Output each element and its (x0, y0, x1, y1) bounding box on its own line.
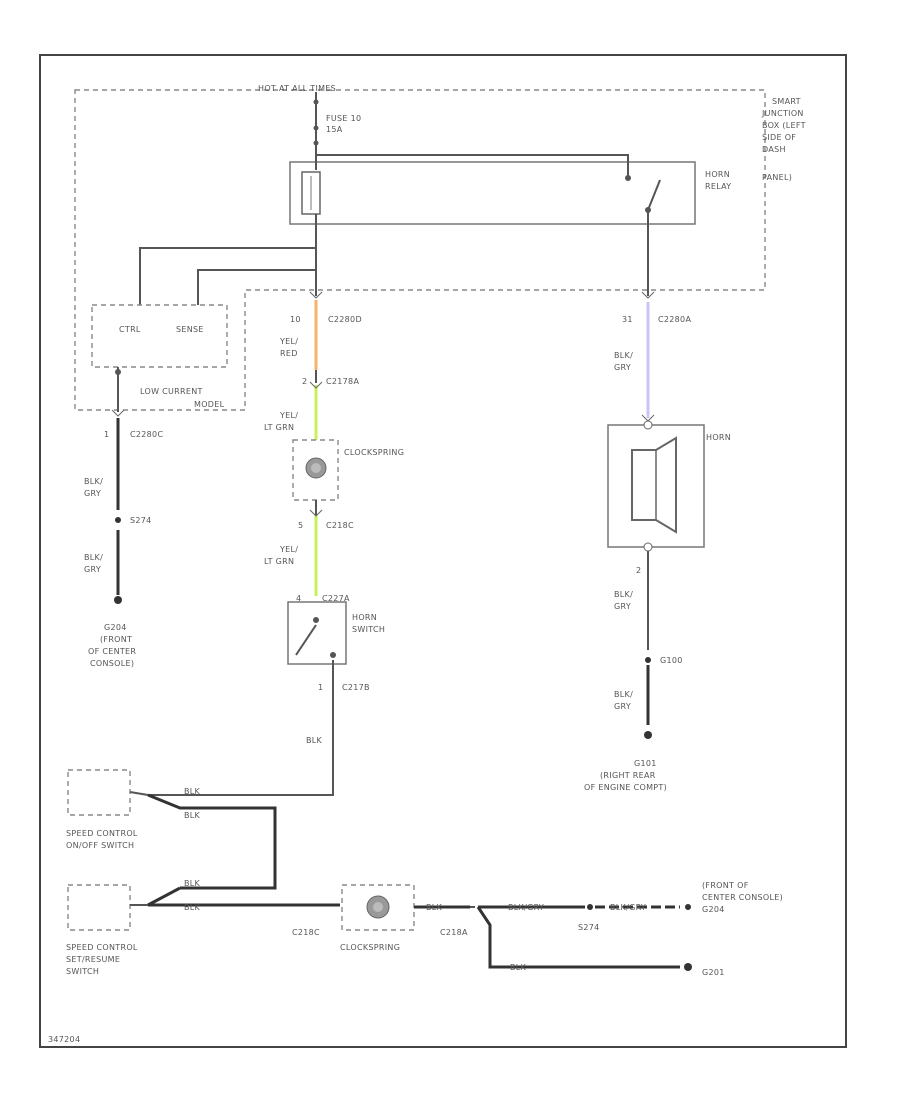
horn-relay-box (289, 161, 696, 225)
label-sc-onoff-1: SPEED CONTROL (66, 829, 138, 838)
label-c217b: C217B (342, 683, 370, 692)
label-sjb-3: BOX (LEFT (762, 121, 806, 130)
label-wire-8b: GRY (614, 702, 631, 711)
label-horn-switch-1: HORN (352, 613, 377, 622)
label-hot-at-all-times: HOT AT ALL TIMES (258, 84, 336, 93)
label-sjb-2: JUNCTION (761, 109, 804, 118)
label-fuse: FUSE 10 (326, 114, 361, 123)
label-sc-set-2: SET/RESUME (66, 955, 120, 964)
low-current-module-box (91, 304, 228, 368)
label-blk-gry-1: BLK/GRY (508, 903, 544, 912)
label-blk-6: BLK (426, 903, 443, 912)
label-g204-e: G204 (702, 905, 725, 914)
label-blk-7: BLK (510, 963, 527, 972)
label-g204-a: G204 (104, 623, 127, 632)
label-horn-relay-2: RELAY (705, 182, 732, 191)
label-pin-c2280c: 1 (104, 430, 109, 439)
label-wire-2b: LT GRN (264, 423, 294, 432)
label-sc-set-3: SWITCH (66, 967, 99, 976)
label-horn: HORN (706, 433, 731, 442)
label-g201: G201 (702, 968, 725, 977)
relay-switch-contact (647, 179, 661, 211)
horn-switch-contact (295, 624, 317, 656)
label-pin-c218c: 5 (298, 521, 303, 530)
label-g100: G100 (660, 656, 683, 665)
label-lcm-1: LOW CURRENT (140, 387, 203, 396)
label-c2178a: C2178A (326, 377, 359, 386)
label-sjb-1: SMART (772, 97, 801, 106)
label-sense: SENSE (176, 325, 204, 334)
label-wire-5a: BLK/ (84, 553, 103, 562)
label-front-console-2: CENTER CONSOLE) (702, 893, 783, 902)
label-sjb-6: PANEL) (762, 173, 792, 182)
label-c218a: C218A (440, 928, 468, 937)
label-sc-onoff-2: ON/OFF SWITCH (66, 841, 134, 850)
label-wire-4b: GRY (84, 489, 101, 498)
label-wire-3a: YEL/ (279, 545, 298, 554)
horn-switch-box (287, 601, 347, 665)
label-wire-1b: RED (280, 349, 298, 358)
label-wire-5b: GRY (84, 565, 101, 574)
label-sjb-5: DASH (762, 145, 786, 154)
label-c227a: C227A (322, 594, 350, 603)
relay-coil (301, 171, 321, 215)
horn-speaker-icon (631, 436, 677, 534)
diagram-border (39, 54, 847, 1048)
label-pin-c2280a: 31 (622, 315, 633, 324)
label-blk-gry-2: BLK/GRY (610, 903, 646, 912)
label-c2280a: C2280A (658, 315, 691, 324)
label-wire-1a: YEL/ (279, 337, 298, 346)
label-pin-horn-2: 2 (636, 566, 641, 575)
label-fuse-amp: 15A (326, 125, 343, 134)
label-blk-2: BLK (184, 787, 201, 796)
label-wire-6a: BLK/ (614, 351, 633, 360)
label-g101-b: (RIGHT REAR (600, 771, 656, 780)
label-front-console-1: (FRONT OF (702, 881, 749, 890)
label-ctrl: CTRL (119, 325, 141, 334)
label-blk-1: BLK (306, 736, 323, 745)
label-sc-set-1: SPEED CONTROL (66, 943, 138, 952)
ground-g204 (114, 596, 122, 604)
label-pin-c2178a: 2 (302, 377, 307, 386)
label-pin-c217b: 1 (318, 683, 323, 692)
label-g101-c: OF ENGINE COMPT) (584, 783, 667, 792)
ground-g201 (684, 963, 692, 971)
label-wire-3b: LT GRN (264, 557, 294, 566)
label-blk-5: BLK (184, 903, 201, 912)
label-c218c: C218C (326, 521, 354, 530)
speed-control-onoff-box (67, 769, 131, 816)
label-s274-b: S274 (578, 923, 600, 932)
label-wire-6b: GRY (614, 363, 631, 372)
label-clockspring-1: CLOCKSPRING (344, 448, 404, 457)
label-sjb-4: SIDE OF (762, 133, 796, 142)
label-g204-c: OF CENTER (88, 647, 136, 656)
label-s274: S274 (130, 516, 152, 525)
label-g101-a: G101 (634, 759, 657, 768)
horn-box (607, 424, 705, 548)
label-wire-7b: GRY (614, 602, 631, 611)
label-wire-4a: BLK/ (84, 477, 103, 486)
label-wire-2a: YEL/ (279, 411, 298, 420)
label-blk-4: BLK (184, 879, 201, 888)
smart-junction-box-outline (74, 89, 766, 411)
label-lcm-2: MODEL (194, 400, 225, 409)
label-horn-relay-1: HORN (705, 170, 730, 179)
label-c2280c: C2280C (130, 430, 163, 439)
ground-g101 (644, 731, 652, 739)
footer-code: 347204 (48, 1035, 80, 1044)
label-wire-8a: BLK/ (614, 690, 633, 699)
label-blk-3: BLK (184, 811, 201, 820)
label-wire-7a: BLK/ (614, 590, 633, 599)
label-pin-c2280d: 10 (290, 315, 301, 324)
label-g204-d: CONSOLE) (90, 659, 134, 668)
label-horn-switch-2: SWITCH (352, 625, 385, 634)
label-c218c-b: C218C (292, 928, 320, 937)
label-c2280d: C2280D (328, 315, 362, 324)
speed-control-set-resume-box (67, 884, 131, 931)
label-g204-b: (FRONT (100, 635, 132, 644)
label-pin-c227a: 4 (296, 594, 301, 603)
label-clockspring-2: CLOCKSPRING (340, 943, 400, 952)
